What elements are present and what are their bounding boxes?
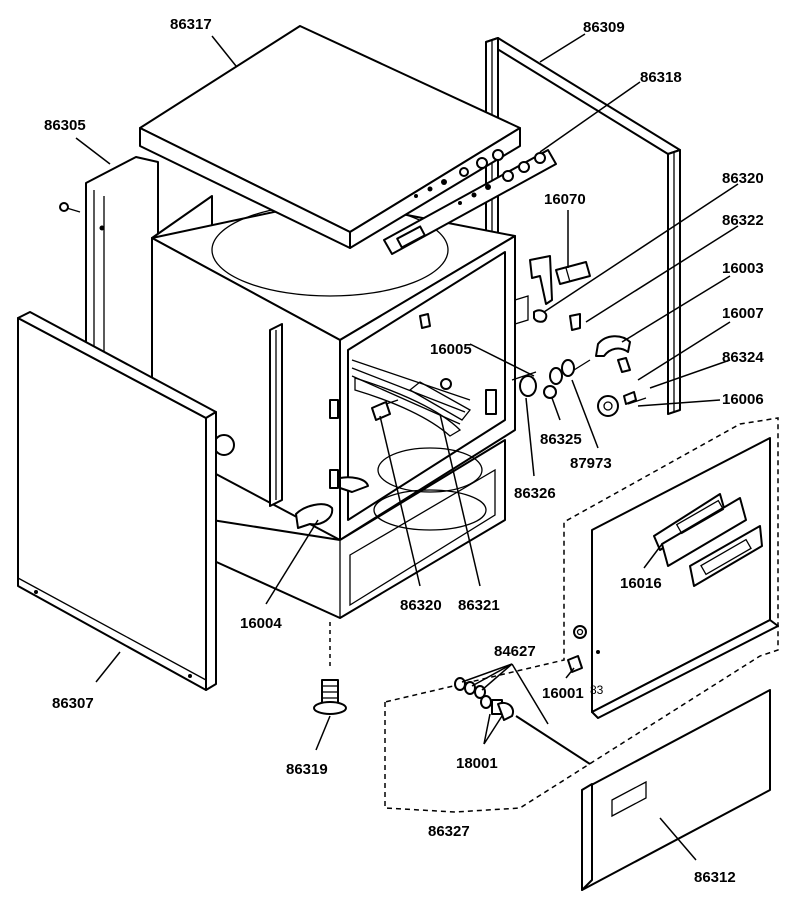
hinge-16070: [529, 255, 591, 305]
label-16007: 16007: [722, 305, 764, 322]
label-86320-top: 86320: [722, 170, 764, 187]
foot-86319: [313, 622, 347, 715]
label-16016: 16016: [620, 575, 662, 592]
label-84627: 84627: [494, 643, 536, 660]
part-number-labels: 86317 86309 86318 86305 16070 86320 8632…: [44, 16, 764, 886]
kick-plate-86312: [581, 689, 771, 891]
label-16006: 16006: [722, 391, 764, 408]
label-16005: 16005: [430, 341, 472, 358]
label-16001: 16001: [542, 685, 584, 702]
screw-left: [59, 202, 81, 213]
label-86324: 86324: [722, 349, 764, 366]
inner-door-panel: [573, 437, 779, 719]
label-16004: 16004: [240, 615, 282, 632]
label-86312: 86312: [694, 869, 736, 886]
label-86321: 86321: [458, 597, 500, 614]
label-86307: 86307: [52, 695, 94, 712]
label-16003: 16003: [722, 260, 764, 277]
door-assembly-outline: [384, 417, 779, 813]
label-86305: 86305: [44, 117, 86, 134]
door-panel-86307: [17, 311, 217, 691]
label-86317: 86317: [170, 16, 212, 33]
leader-lines: [75, 33, 739, 861]
top-panel-86317: [139, 25, 521, 249]
label-86322: 86322: [722, 212, 764, 229]
small-parts-right: [511, 309, 647, 417]
door-latch-parts: [454, 655, 591, 765]
label-86318: 86318: [640, 69, 682, 86]
label-18001: 18001: [456, 755, 498, 772]
label-86326: 86326: [514, 485, 556, 502]
label-86319: 86319: [286, 761, 328, 778]
label-86320-bottom: 86320: [400, 597, 442, 614]
label-86327: 86327: [428, 823, 470, 840]
label-16070: 16070: [544, 191, 586, 208]
side-panel-86305: [85, 156, 159, 387]
label-86309: 86309: [583, 19, 625, 36]
control-strip-86318: [383, 149, 557, 255]
label-86325: 86325: [540, 431, 582, 448]
label-83: 83: [590, 683, 604, 697]
label-87973: 87973: [570, 455, 612, 472]
